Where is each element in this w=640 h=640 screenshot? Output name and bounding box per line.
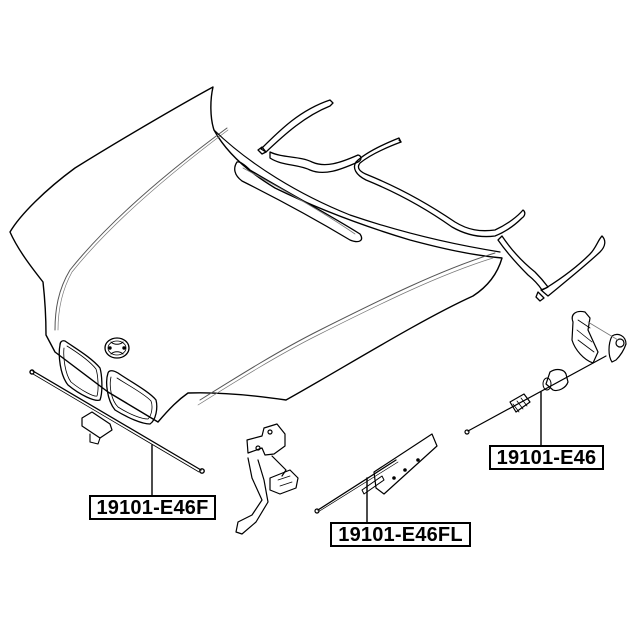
part-label-19101-e46[interactable]: 19101-E46: [489, 445, 604, 470]
engine-hood: [9, 86, 503, 423]
main-cable-assembly: [464, 310, 627, 435]
hood-emblem: [104, 337, 130, 359]
part-label-19101-e46f[interactable]: 19101-E46F: [89, 495, 216, 520]
hood-latch-lock: [235, 423, 299, 535]
hood-seals: [257, 99, 606, 302]
front-lower-cable-assembly: [314, 433, 438, 514]
front-cable-assembly: [29, 369, 205, 474]
kidney-grilles: [58, 340, 158, 425]
part-label-19101-e46fl[interactable]: 19101-E46FL: [330, 522, 471, 547]
